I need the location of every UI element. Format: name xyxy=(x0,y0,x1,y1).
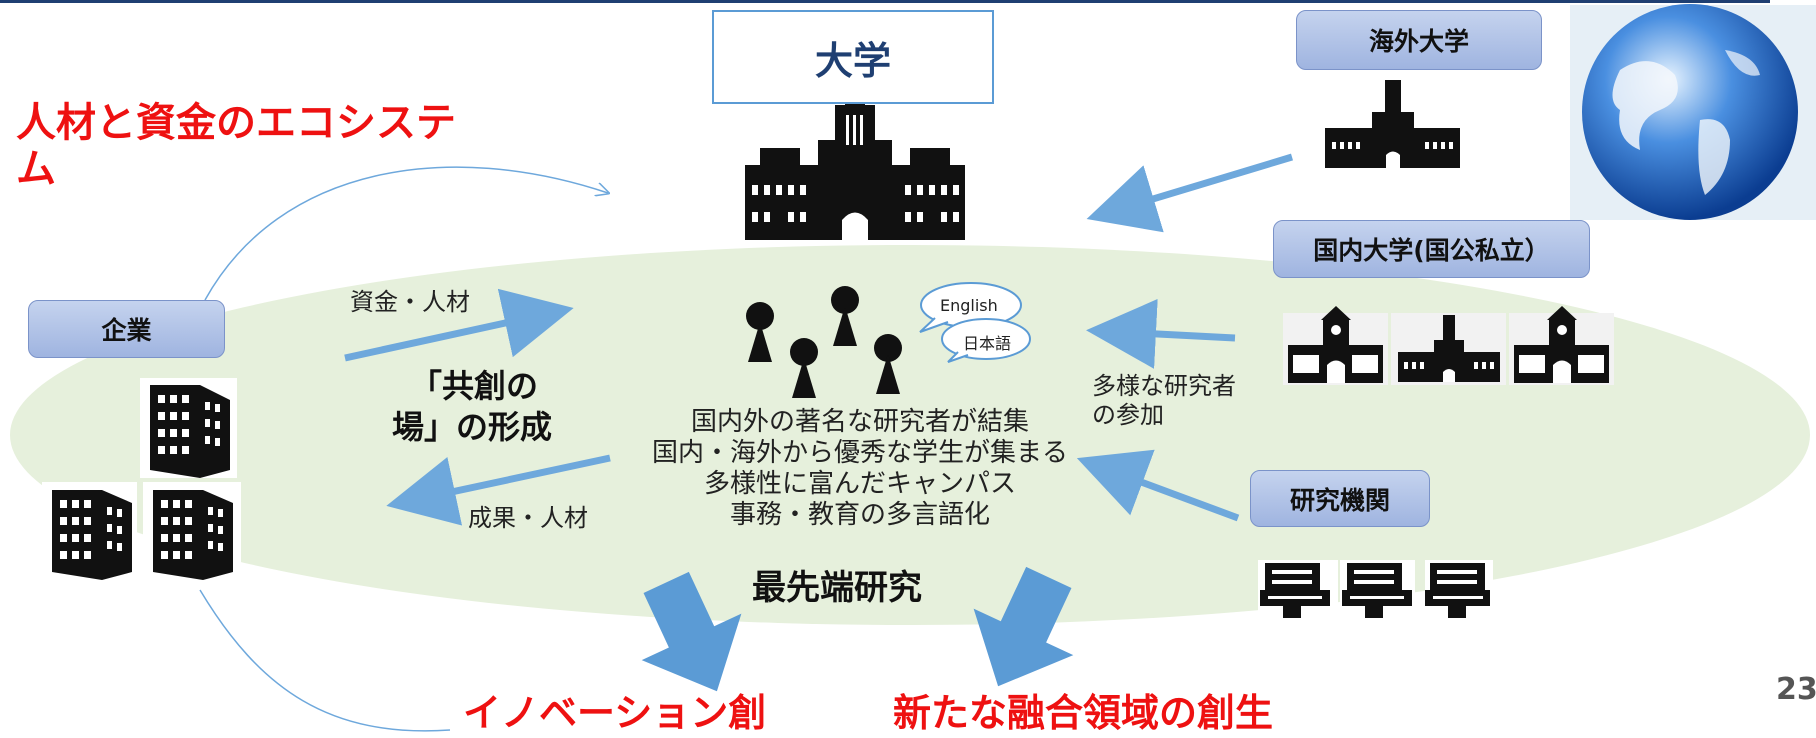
domestic-university-icons xyxy=(1283,306,1614,385)
down-arrow-left xyxy=(641,571,742,692)
funds-talent-label: 資金・人材 xyxy=(350,288,470,316)
cutting-edge-research: 最先端研究 xyxy=(752,568,922,608)
speech-bubble-english xyxy=(919,282,1022,333)
center-line: 事務・教育の多言語化 xyxy=(729,500,990,530)
university-box: 大学 xyxy=(712,10,994,104)
researchers-join-line1: 多様な研究者 xyxy=(1092,372,1236,400)
diagram-title: 人材と資金のエコシステム xyxy=(16,100,456,192)
center-line: 国内外の著名な研究者が結集 xyxy=(690,407,1029,437)
overseas-university-label: 海外大学 xyxy=(1296,10,1542,70)
research-institute-icons xyxy=(1258,560,1493,620)
curve-arrow-top xyxy=(204,166,608,301)
overseas-university-icon xyxy=(1325,80,1460,168)
speech-bubble-japanese xyxy=(941,318,1031,363)
co-creation-line1: 「共創の xyxy=(410,367,539,405)
bubble-japanese-text: 日本語 xyxy=(963,334,1012,353)
company-building-icons xyxy=(42,378,241,582)
curve-arrow-bottom xyxy=(199,589,451,732)
arrow-overseas xyxy=(1086,153,1294,233)
domestic-university-label: 国内大学(国公私立） xyxy=(1273,220,1590,278)
bubble-english-text: English xyxy=(940,296,998,315)
arrow-domestic xyxy=(1086,298,1236,369)
top-rule xyxy=(0,0,1770,3)
down-arrow-right xyxy=(973,566,1074,687)
globe-icon xyxy=(1570,4,1816,220)
research-institute-label: 研究機関 xyxy=(1250,470,1430,527)
center-line: 多様性に富んだキャンパス xyxy=(703,469,1016,499)
outcome-innovation: イノベーション創 xyxy=(463,691,767,735)
co-creation-line2: 場」の形成 xyxy=(392,408,553,446)
arrow-funds-in xyxy=(344,288,574,362)
arrow-results-out xyxy=(386,454,611,526)
researcher-people-icons xyxy=(746,286,902,398)
arrow-institute xyxy=(1076,449,1240,522)
outcome-new-fields: 新たな融合領域の創生 xyxy=(893,691,1274,735)
results-talent-label: 成果・人材 xyxy=(468,504,588,532)
university-building-icon xyxy=(745,100,965,240)
researchers-join-line2: の参加 xyxy=(1092,401,1164,429)
center-description: 国内外の著名な研究者が結集 国内・海外から優秀な学生が集まる 多様性に富んだキャ… xyxy=(620,407,1100,531)
center-line: 国内・海外から優秀な学生が集まる xyxy=(651,438,1068,468)
page-number: 23 xyxy=(1776,672,1816,707)
company-label: 企業 xyxy=(28,300,225,358)
